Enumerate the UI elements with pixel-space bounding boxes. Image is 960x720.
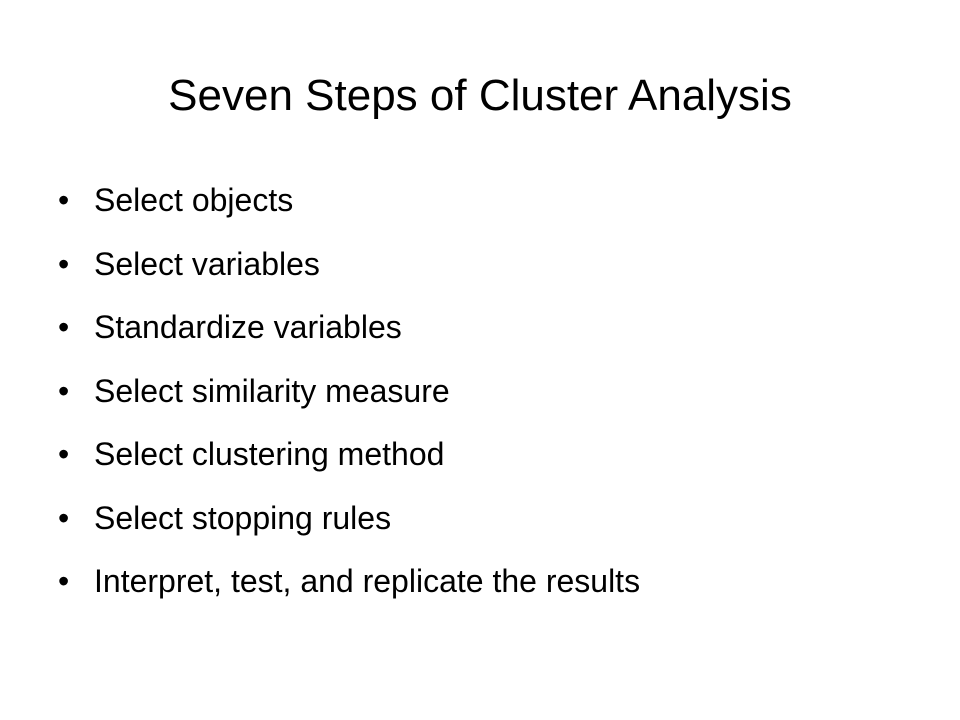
bullet-text: Select clustering method	[94, 436, 445, 472]
bullet-item-select-similarity-measure: • Select similarity measure	[58, 365, 640, 429]
bullet-text: Interpret, test, and replicate the resul…	[94, 563, 641, 599]
bullet-text: Select objects	[94, 182, 294, 218]
bullet-item-select-objects: • Select objects	[58, 174, 640, 238]
bullet-icon: •	[58, 436, 70, 472]
bullet-item-interpret-test-replicate: • Interpret, test, and replicate the res…	[58, 555, 640, 619]
bullet-icon: •	[58, 182, 70, 218]
bullet-icon: •	[58, 309, 70, 345]
bullet-list: • Select objects • Select variables • St…	[58, 174, 640, 619]
bullet-item-select-stopping-rules: • Select stopping rules	[58, 492, 640, 556]
bullet-icon: •	[58, 372, 70, 409]
slide-title: Seven Steps of Cluster Analysis	[168, 71, 792, 120]
bullet-icon: •	[58, 499, 70, 536]
bullet-item-select-clustering-method: • Select clustering method	[58, 428, 640, 492]
bullet-icon: •	[58, 245, 70, 282]
bullet-item-standardize-variables: • Standardize variables	[58, 301, 640, 365]
bullet-text: Standardize variables	[94, 309, 402, 345]
bullet-text: Select variables	[94, 245, 320, 282]
bullet-text: Select stopping rules	[94, 499, 392, 536]
bullet-text: Select similarity measure	[94, 372, 450, 409]
bullet-item-select-variables: • Select variables	[58, 238, 640, 302]
bullet-icon: •	[58, 563, 70, 599]
